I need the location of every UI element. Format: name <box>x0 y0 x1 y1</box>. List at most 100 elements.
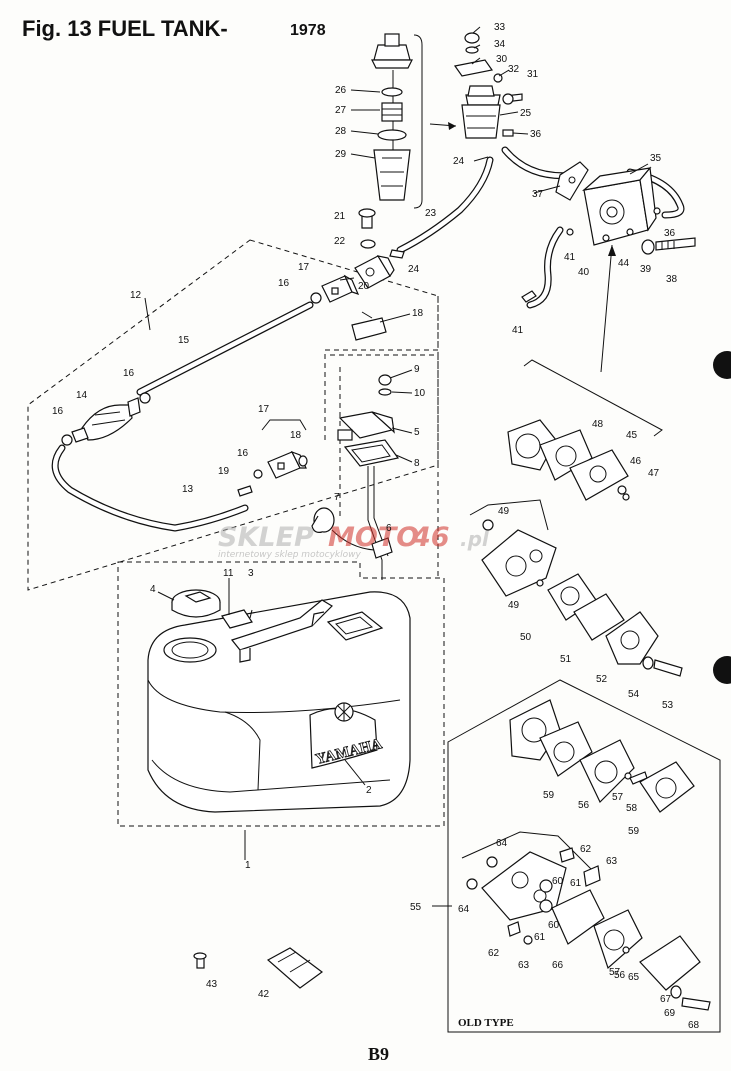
callout-69: 69 <box>664 1008 676 1019</box>
callout-39: 39 <box>640 264 652 275</box>
watermark: SKLEP MOTO 46 .pl internetowy sklep moto… <box>218 522 490 560</box>
hose-clips <box>61 292 322 479</box>
tank-pickup-region <box>330 354 439 580</box>
callout-4: 4 <box>150 584 156 595</box>
fuel-line-hoses <box>51 301 314 532</box>
callout-32: 32 <box>508 64 520 75</box>
callout-13: 13 <box>182 484 194 495</box>
callout-29: 29 <box>335 149 347 160</box>
tank-pickup-filter <box>311 507 393 559</box>
callout-12: 12 <box>130 290 142 301</box>
fuel-connector-lower <box>237 419 308 497</box>
callout-20: 20 <box>358 281 370 292</box>
pump-diaphragm-set <box>507 419 630 501</box>
callout-56a: 56 <box>578 800 590 811</box>
callout-63a: 63 <box>606 856 618 867</box>
callout-17b: 17 <box>258 404 270 415</box>
callout-1: 1 <box>245 860 251 871</box>
callout-62b: 62 <box>488 948 500 959</box>
watermark-tagline: internetowy sklep motocyklowy <box>218 550 361 560</box>
callout-64a: 64 <box>496 838 508 849</box>
figure-year: 1978 <box>290 22 326 39</box>
callout-17a: 17 <box>298 262 310 273</box>
callout-25: 25 <box>520 108 532 119</box>
callout-53: 53 <box>662 700 674 711</box>
callout-28: 28 <box>335 126 347 137</box>
callout-67: 67 <box>660 994 672 1005</box>
callout-24a: 24 <box>408 264 420 275</box>
callout-22: 22 <box>334 236 346 247</box>
callout-5: 5 <box>414 427 420 438</box>
callout-34: 34 <box>494 39 506 50</box>
callout-16d: 16 <box>237 448 249 459</box>
callout-7: 7 <box>334 492 340 503</box>
callout-15: 15 <box>178 335 190 346</box>
loose-parts <box>193 947 324 989</box>
callout-51: 51 <box>560 654 572 665</box>
callout-2: 2 <box>366 785 372 796</box>
callout-27: 27 <box>335 105 347 116</box>
pump-new-type <box>481 519 683 677</box>
binding-hole-bottom <box>713 656 731 684</box>
callout-10: 10 <box>414 388 426 399</box>
fuel-tank: YAMAHA <box>147 591 411 813</box>
callout-57a: 57 <box>612 792 624 803</box>
callout-45: 45 <box>626 430 638 441</box>
callout-64b: 64 <box>458 904 470 915</box>
callout-31: 31 <box>527 69 539 80</box>
callout-49b: 49 <box>508 600 520 611</box>
callout-47: 47 <box>648 468 660 479</box>
callout-57b: 57 <box>609 967 621 978</box>
fuel-filter-assembled <box>429 32 523 139</box>
callout-24b: 24 <box>453 156 465 167</box>
tank-fitting <box>337 374 400 580</box>
callout-36b: 36 <box>664 228 676 239</box>
callout-33: 33 <box>494 22 506 33</box>
callout-16b: 16 <box>123 368 135 379</box>
callout-38: 38 <box>666 274 678 285</box>
callout-3: 3 <box>248 568 254 579</box>
fuel-filter-exploded <box>371 33 423 209</box>
callout-44: 44 <box>618 258 630 269</box>
callout-48: 48 <box>592 419 604 430</box>
callout-59a: 59 <box>543 790 555 801</box>
callout-46: 46 <box>630 456 642 467</box>
callout-58: 58 <box>626 803 638 814</box>
callout-36a: 36 <box>530 129 542 140</box>
callout-59b: 59 <box>628 826 640 837</box>
leader-lines <box>157 26 649 786</box>
fuel-joint <box>354 208 405 289</box>
callout-41b: 41 <box>512 325 524 336</box>
figure-title: Fig. 13 FUEL TANK- <box>22 16 228 41</box>
callout-19: 19 <box>218 466 230 477</box>
old-type-box <box>447 679 721 1033</box>
callout-54: 54 <box>628 689 640 700</box>
fuel-pump-assembly <box>521 161 696 303</box>
tank-outline <box>117 561 445 827</box>
callout-6: 6 <box>386 523 392 534</box>
callout-42: 42 <box>258 989 270 1000</box>
callout-52: 52 <box>596 674 608 685</box>
callout-68: 68 <box>688 1020 700 1031</box>
callout-21: 21 <box>334 211 346 222</box>
callout-61a: 61 <box>570 878 582 889</box>
pump-bracket-line <box>469 499 549 531</box>
callout-37: 37 <box>532 189 544 200</box>
page-number: B9 <box>368 1044 389 1064</box>
callout-23: 23 <box>425 208 437 219</box>
callout-55: 55 <box>410 902 422 913</box>
watermark-brand-num: 46 <box>411 522 450 553</box>
callout-66: 66 <box>552 960 564 971</box>
old-type-label: OLD TYPE <box>458 1017 514 1029</box>
callout-16c: 16 <box>278 278 290 289</box>
callout-30: 30 <box>496 54 508 65</box>
callout-62a: 62 <box>580 844 592 855</box>
callout-18b: 18 <box>290 430 302 441</box>
callout-56b: 56 <box>614 970 626 981</box>
callout-40: 40 <box>578 267 590 278</box>
callout-35: 35 <box>650 153 662 164</box>
callout-9: 9 <box>414 364 420 375</box>
callout-60b: 60 <box>548 920 560 931</box>
